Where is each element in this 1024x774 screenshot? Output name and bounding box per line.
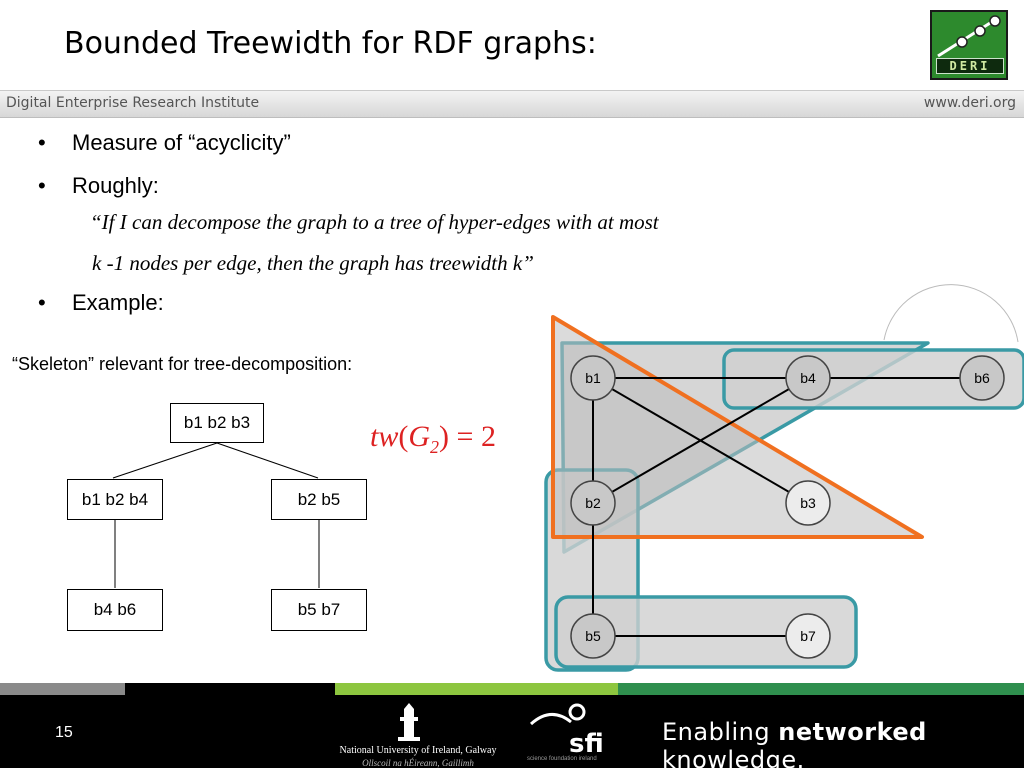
footer-bar-black xyxy=(125,683,335,695)
sfi-logo-icon: sfi xyxy=(529,703,604,756)
skeleton-label: “Skeleton” relevant for tree-decompositi… xyxy=(12,354,353,374)
tagline-post: knowledge. xyxy=(662,746,805,774)
node-label-b2: b2 xyxy=(585,495,601,511)
institute-band: Digital Enterprise Research Institute ww… xyxy=(0,90,1024,118)
quote-line-2: k -1 nodes per edge, then the graph has … xyxy=(92,251,534,275)
node-b7 xyxy=(785,613,831,659)
bullet-text: Measure of “acyclicity” xyxy=(72,130,291,155)
quote-line-1: “If I can decompose the graph to a tree … xyxy=(90,210,659,234)
footer-bar-green xyxy=(618,683,1024,695)
decorative-arc xyxy=(883,284,1019,343)
bullet-example: • Example: xyxy=(38,290,164,316)
tree-node-root: b1 b2 b3 xyxy=(170,403,264,443)
node-label-b1: b1 xyxy=(585,370,601,386)
node-b5 xyxy=(570,613,616,659)
tree-node-right: b2 b5 xyxy=(271,479,367,520)
logo-text: DERI xyxy=(936,58,1004,74)
tagline-bold: networked xyxy=(778,718,927,746)
tw-fn: tw xyxy=(370,420,399,453)
hyperedge-b1-b2-b3 xyxy=(551,315,924,539)
sfi-small-text: science foundation ireland xyxy=(527,756,597,762)
nuig-text: National University of Ireland, Galway O… xyxy=(333,745,503,769)
node-b1 xyxy=(570,355,616,401)
footer-color-bars xyxy=(0,683,1024,695)
tree-node-right-child: b5 b7 xyxy=(271,589,367,631)
tree-node-left-child: b4 b6 xyxy=(67,589,163,631)
node-b3 xyxy=(785,480,831,526)
bullet-roughly: • Roughly: xyxy=(38,173,159,199)
node-b6 xyxy=(959,355,1005,401)
treewidth-formula: tw(G2) = 2 xyxy=(370,420,496,457)
slide-title: Bounded Treewidth for RDF graphs: xyxy=(64,26,597,61)
hyperedge-b5-b7 xyxy=(554,595,858,669)
institute-url: www.deri.org xyxy=(923,95,1016,111)
tw-sub: 2 xyxy=(430,437,440,457)
node-b4 xyxy=(785,355,831,401)
tree-node-left: b1 b2 b4 xyxy=(67,479,163,520)
institute-name: Digital Enterprise Research Institute xyxy=(6,95,260,111)
footer-bar-gray xyxy=(0,683,125,695)
bullet-text: Example: xyxy=(72,290,164,315)
node-b2 xyxy=(570,480,616,526)
footer-bar-lime xyxy=(335,683,618,695)
deri-logo-icon xyxy=(937,15,1001,58)
tw-value: = 2 xyxy=(456,420,496,453)
nuig-line-2: Ollscoil na hÉireann, Gaillimh xyxy=(362,758,474,768)
bullet-measure: • Measure of “acyclicity” xyxy=(38,130,291,156)
tw-var: G xyxy=(408,420,431,453)
page-number: 15 xyxy=(55,724,73,741)
tagline-pre: Enabling xyxy=(662,718,779,746)
edge-b2-b4 xyxy=(592,377,809,504)
bullet-text: Roughly: xyxy=(72,173,159,198)
node-label-b5: b5 xyxy=(585,628,601,644)
bullet-dot: • xyxy=(38,290,46,315)
tree-edge xyxy=(112,442,218,479)
node-label-b4: b4 xyxy=(800,370,816,386)
footer-tagline: Enabling networked knowledge. xyxy=(662,718,1024,774)
bullet-dot: • xyxy=(38,130,46,155)
bullet-dot: • xyxy=(38,173,46,198)
node-label-b7: b7 xyxy=(800,628,816,644)
deri-logo: DERI xyxy=(930,10,1008,80)
footer xyxy=(0,695,1024,768)
nuig-line-1: National University of Ireland, Galway xyxy=(339,745,497,756)
nuig-crest-icon xyxy=(398,703,420,741)
tree-edge xyxy=(216,442,319,479)
node-label-b6: b6 xyxy=(974,370,990,386)
node-label-b3: b3 xyxy=(800,495,816,511)
svg-text:sfi: sfi xyxy=(569,729,604,756)
